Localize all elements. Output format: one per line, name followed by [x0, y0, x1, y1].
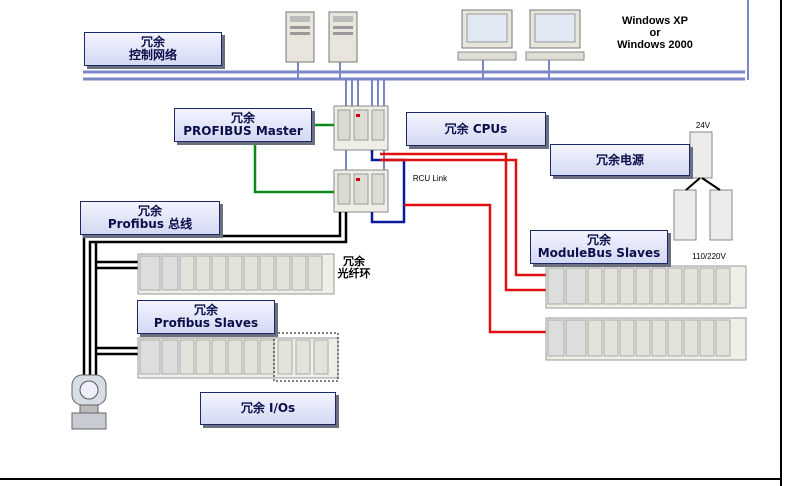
label-profibus-bus-2: Profibus 总线 — [107, 217, 193, 231]
os-label: Windows XP or Windows 2000 — [605, 15, 705, 51]
label-profibus-bus-1: 冗余 — [137, 204, 162, 218]
label-control-network: 冗余 控制网络 — [84, 32, 222, 66]
frame-border-right — [780, 0, 782, 486]
label-profibus-master-2: PROFIBUS Master — [183, 124, 303, 138]
label-modulebus-slaves-2: ModuleBus Slaves — [537, 246, 661, 260]
transmitter-icon — [71, 374, 107, 430]
label-profibus-bus: 冗余 Profibus 总线 — [80, 201, 220, 235]
label-profibus-master: 冗余 PROFIBUS Master — [174, 108, 312, 142]
label-rcu-link: RCU Link — [412, 174, 448, 183]
rcu-link — [370, 150, 406, 224]
label-fiber-ring-1: 冗余 — [343, 256, 365, 268]
power-supply-icon — [673, 131, 733, 241]
label-modulebus-slaves-1: 冗余 — [586, 233, 611, 247]
label-profibus-master-1: 冗余 — [230, 111, 255, 125]
label-control-network-1: 冗余 — [140, 35, 165, 49]
label-profibus-slaves: 冗余 Profibus Slaves — [137, 300, 275, 334]
io-module-row-modulebus-2 — [545, 317, 747, 361]
label-power-text: 冗余电源 — [595, 152, 644, 167]
os-label-line1: Windows XP — [622, 15, 688, 27]
label-ios-text: 冗余 I/Os — [240, 401, 296, 415]
io-module-row-profibus-slaves — [137, 332, 339, 382]
frame-border-bottom — [0, 478, 782, 480]
label-fiber-ring-2: 光纤环 — [337, 268, 371, 280]
label-ios: 冗余 I/Os — [200, 392, 336, 425]
os-label-line3: Windows 2000 — [617, 39, 693, 51]
profibus-master-link — [253, 140, 334, 194]
redundant-io-highlight — [273, 332, 339, 382]
label-cpus: 冗余 CPUs — [406, 112, 546, 146]
modulebus-line — [380, 158, 548, 277]
modulebus-line — [404, 203, 548, 334]
profibus-cable — [88, 212, 348, 390]
label-110-220v: 110/220V — [692, 252, 726, 261]
label-cpus-text: 冗余 CPUs — [444, 121, 508, 136]
server-icon — [285, 11, 315, 63]
profibus-cable — [82, 212, 342, 390]
label-power: 冗余电源 — [550, 144, 690, 176]
label-modulebus-slaves: 冗余 ModuleBus Slaves — [530, 230, 668, 264]
controller-unit-bottom — [333, 169, 389, 213]
os-label-line2: or — [649, 27, 661, 39]
workstation-icon — [525, 9, 585, 61]
server-icon — [328, 11, 358, 63]
label-24v: 24V — [695, 121, 711, 130]
label-profibus-slaves-2: Profibus Slaves — [153, 316, 259, 330]
label-profibus-slaves-1: 冗余 — [193, 303, 218, 317]
workstation-icon — [457, 9, 517, 61]
io-module-row-modulebus-1 — [545, 265, 747, 309]
controller-unit-top — [333, 105, 389, 151]
label-fiber-ring: 冗余 光纤环 — [334, 256, 374, 280]
io-module-row-fiber — [137, 253, 335, 295]
modulebus-line — [380, 152, 548, 292]
label-control-network-2: 控制网络 — [128, 48, 177, 62]
